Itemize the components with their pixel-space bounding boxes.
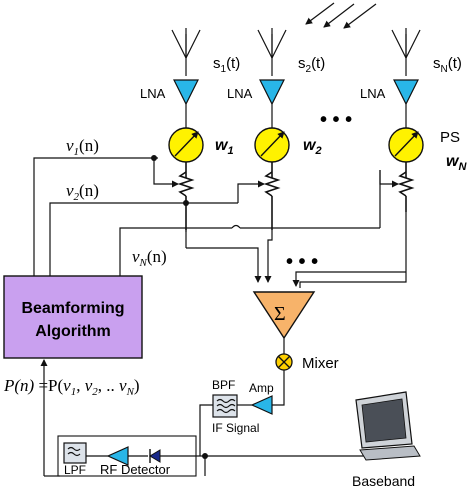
lpf-label: LPF	[64, 463, 86, 477]
lna-n: LNA	[360, 79, 419, 106]
output-label-1: v1(n)	[66, 136, 99, 158]
beamforming-line-1: Beamforming	[21, 300, 124, 317]
bpf-icon	[212, 394, 238, 418]
if-signal-label: IF Signal	[212, 421, 259, 435]
lna-1-label: LNA	[140, 86, 166, 101]
array-ellipsis: • • •	[320, 109, 352, 131]
amp-label: Amp	[249, 381, 274, 395]
phase-shifter-n	[388, 127, 424, 163]
weight-label-n: wN	[446, 153, 467, 173]
bus-ellipsis: • • •	[286, 251, 318, 273]
mixer-label: Mixer	[302, 355, 339, 372]
baseband-label: Baseband	[352, 473, 415, 489]
ps-label: PS	[440, 129, 460, 146]
output-label-n: vN(n)	[132, 247, 167, 269]
diode-icon	[149, 449, 161, 463]
rf-detector-label: RF Detector	[100, 462, 171, 477]
output-label-2: v2(n)	[66, 181, 99, 203]
power-equation: P(n) =P(v1, v2, .. vN)	[3, 376, 140, 398]
lpf-icon	[63, 442, 87, 464]
antenna-n-icon	[391, 28, 421, 76]
summer: Σ	[252, 291, 316, 340]
signal-label-2: s2(t)	[298, 55, 325, 75]
lna-1: LNA	[140, 79, 199, 106]
phase-shifter-2	[254, 127, 290, 163]
signal-label-n: sN(t)	[433, 55, 462, 75]
coupler-2	[237, 171, 281, 230]
beamforming-line-2: Algorithm	[35, 323, 111, 340]
beamforming-algorithm-block: Beamforming Algorithm	[3, 275, 143, 359]
bpf-label: BPF	[212, 378, 235, 392]
weight-label-2: w2	[303, 137, 322, 157]
antenna-2-icon	[257, 28, 287, 76]
amp-icon	[250, 395, 273, 415]
sum-symbol: Σ	[274, 303, 286, 325]
incident-wave-arrows	[305, 2, 377, 29]
antenna-1-icon	[171, 28, 201, 76]
lna-2-label: LNA	[227, 86, 253, 101]
mixer-icon	[275, 353, 293, 371]
signal-label-1: s1(t)	[213, 55, 240, 75]
lna-n-label: LNA	[360, 86, 386, 101]
coupler-n	[379, 170, 415, 212]
weight-label-1: w1	[215, 137, 234, 157]
phase-shifter-1	[168, 127, 204, 163]
lna-2: LNA	[227, 79, 285, 106]
baseband-monitor-icon	[355, 391, 421, 461]
